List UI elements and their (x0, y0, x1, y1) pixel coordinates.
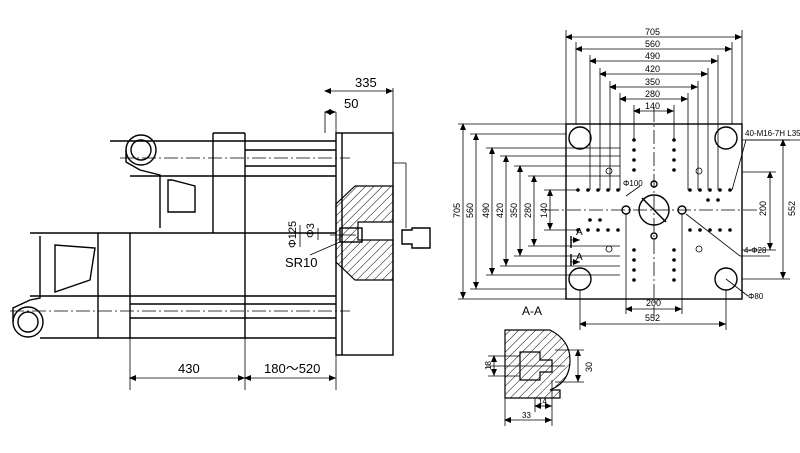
height-490: 490 (481, 203, 491, 218)
dim-335: 335 (355, 75, 377, 90)
width-280: 280 (645, 89, 660, 99)
width-420: 420 (645, 64, 660, 74)
dim-50: 50 (344, 96, 358, 111)
height-350: 350 (509, 203, 519, 218)
dim-sr10: SR10 (285, 255, 318, 270)
section-view: A-A 30 18 14 33 (484, 304, 594, 426)
height-705: 705 (452, 203, 462, 218)
section-dim-14: 14 (538, 397, 547, 406)
height-280: 280 (523, 203, 533, 218)
height-420: 420 (495, 203, 505, 218)
width-705: 705 (645, 27, 660, 37)
width-560: 560 (645, 39, 660, 49)
section-mark-upper: A (576, 227, 583, 238)
dim-552-vertical: 552 (787, 201, 797, 216)
dim-125: Φ125 (287, 221, 299, 248)
height-560: 560 (465, 203, 475, 218)
dim-552-horizontal: 552 (645, 313, 660, 323)
front-view: 705 560 490 420 350 280 140 705 560 490 … (452, 27, 800, 330)
tie-bar-callout: Φ80 (748, 292, 764, 301)
width-140: 140 (645, 101, 660, 111)
section-mark-lower: A (576, 252, 583, 263)
ring-callout: Φ100 (623, 179, 643, 188)
width-490: 490 (645, 51, 660, 61)
section-title: A-A (522, 304, 542, 318)
dim-200-horizontal: 200 (646, 298, 661, 308)
dim-180-520: 180～520 (264, 361, 320, 376)
dim-430: 430 (178, 361, 200, 376)
side-view: 335 50 Φ125 Φ3 SR10 430 180～520 (10, 75, 431, 390)
section-dim-33: 33 (522, 411, 531, 420)
thread-callout: 40-M16-7H L35 (745, 129, 800, 138)
width-350: 350 (645, 77, 660, 87)
section-dim-18: 18 (484, 361, 493, 370)
dim-200-vertical: 200 (758, 201, 768, 216)
section-dim-30: 30 (584, 362, 594, 372)
dim-3: Φ3 (305, 223, 317, 238)
holes-callout: 4-Φ28 (744, 246, 767, 255)
height-140: 140 (539, 203, 549, 218)
